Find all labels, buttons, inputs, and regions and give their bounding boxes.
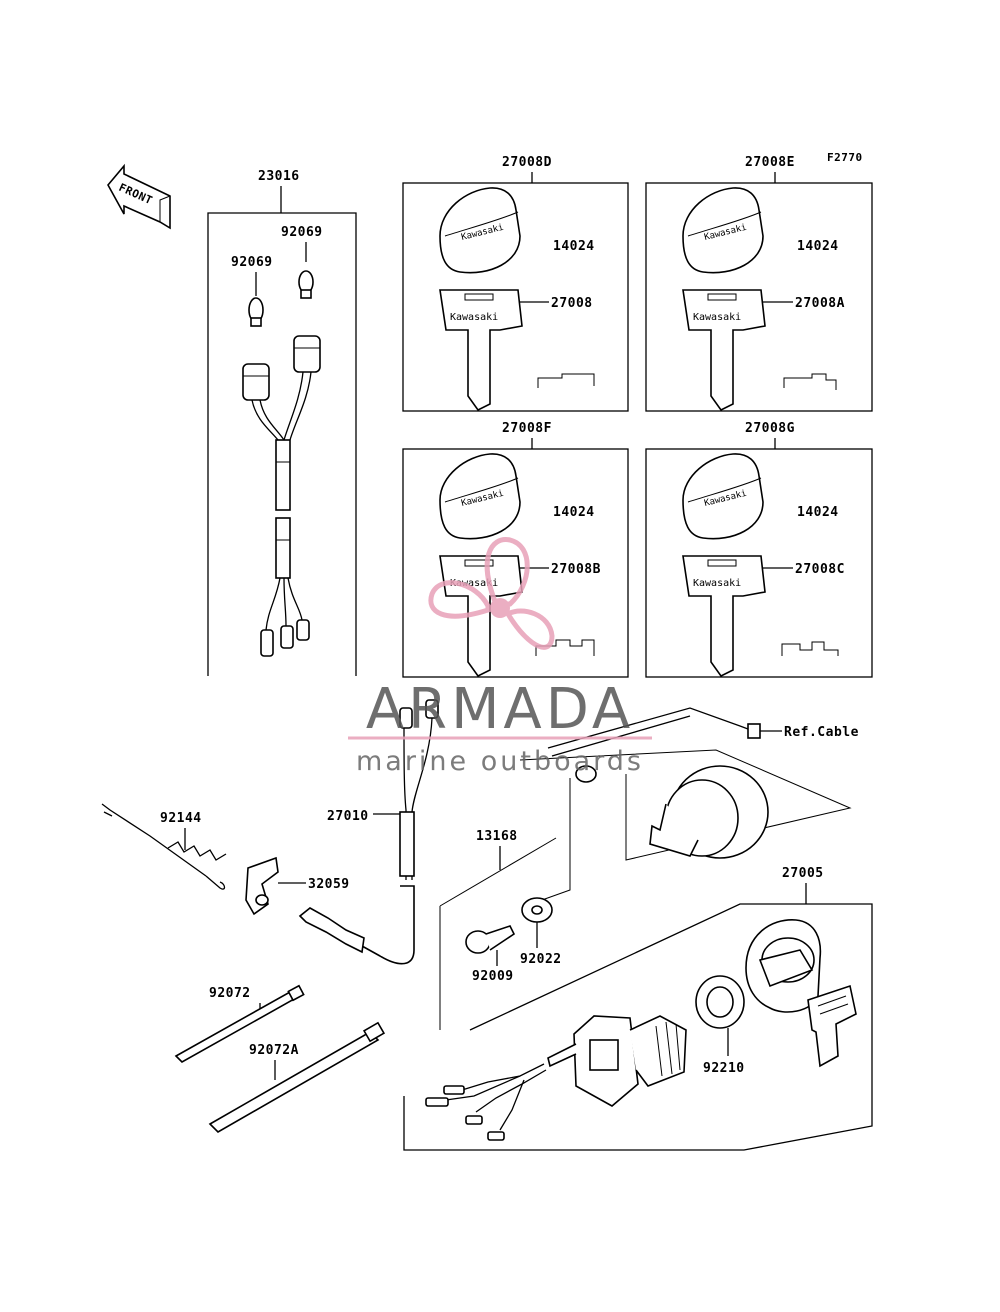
key-27008C: Kawasaki [682,555,766,678]
label-23016: 23016 [258,169,300,184]
label-27005: 27005 [782,866,824,881]
key-brand-27008: Kawasaki [450,312,498,323]
label-92022: 92022 [520,952,562,967]
switch-wires [425,1063,547,1141]
label-92009: 92009 [472,969,514,984]
group-box-27005 [403,903,873,1151]
label-27008F: 27008F [502,421,552,436]
key-27008: Kawasaki [439,289,523,412]
label-14024-c: 14024 [553,505,595,520]
key-cap-14024-d: Kawasaki [682,453,764,540]
watermark-subtitle: marine outboards [356,746,644,777]
label-ref-cable: Ref.Cable [784,725,859,740]
wire-harness-23016 [242,335,321,657]
label-27008E: 27008E [745,155,795,170]
label-27008G: 27008G [745,421,795,436]
cable-washer [575,765,597,783]
group-box-27008E [645,182,873,412]
group-box-27008F [402,448,629,678]
ref-cable [547,707,761,757]
bulb-92069-a [248,297,264,327]
switch-key [807,984,857,1068]
label-27008B: 27008B [551,562,601,577]
nut-92210 [695,975,745,1029]
label-27008C: 27008C [795,562,845,577]
bulb-92069-b [298,270,314,299]
ignition-switch-27005 [547,1015,687,1107]
armada-watermark-logo: ARMADA marine outboards [348,537,652,777]
label-14024-d: 14024 [797,505,839,520]
label-92069-b: 92069 [281,225,323,240]
key-brand-27008B: Kawasaki [450,578,498,589]
screw-92009 [465,925,516,954]
figure-code: F2770 [827,151,863,164]
key-cap-14024-a: Kawasaki [439,187,521,274]
outline-13168-area [519,749,852,861]
label-92210: 92210 [703,1061,745,1076]
washer-92022 [521,897,553,923]
label-92069-a: 92069 [231,255,273,270]
label-13168: 13168 [476,829,518,844]
switch-key-cap [745,919,822,1013]
label-92072: 92072 [209,986,251,1001]
switch-housing [649,765,769,859]
label-92144: 92144 [160,811,202,826]
group-box-27008D [402,182,629,412]
spring-92144 [101,803,227,890]
key-27008A: Kawasaki [682,289,766,412]
label-27008: 27008 [551,296,593,311]
key-cap-14024-c: Kawasaki [439,453,521,540]
key-brand-27008C: Kawasaki [693,578,741,589]
watermark-title: ARMADA [366,677,634,742]
clip-32059 [245,856,279,916]
group-box-27008G [645,448,873,678]
label-27010: 27010 [327,809,369,824]
key-cut-profile-27008C [781,641,839,656]
label-92072A: 92072A [249,1043,299,1058]
label-14024-b: 14024 [797,239,839,254]
label-27008D: 27008D [502,155,552,170]
cable-tie-92072 [174,984,305,1063]
group-box-23016 [207,212,357,676]
key-cut-profile-27008A [783,373,837,390]
key-cut-profile-27008 [537,373,595,388]
key-cap-14024-b: Kawasaki [682,187,764,274]
label-27008A: 27008A [795,296,845,311]
label-32059: 32059 [308,877,350,892]
key-brand-27008A: Kawasaki [693,312,741,323]
cable-tie-92072A [208,1021,386,1133]
label-14024-a: 14024 [553,239,595,254]
front-arrow-icon: FRONT [107,163,171,230]
propeller-logo-icon [428,537,555,650]
